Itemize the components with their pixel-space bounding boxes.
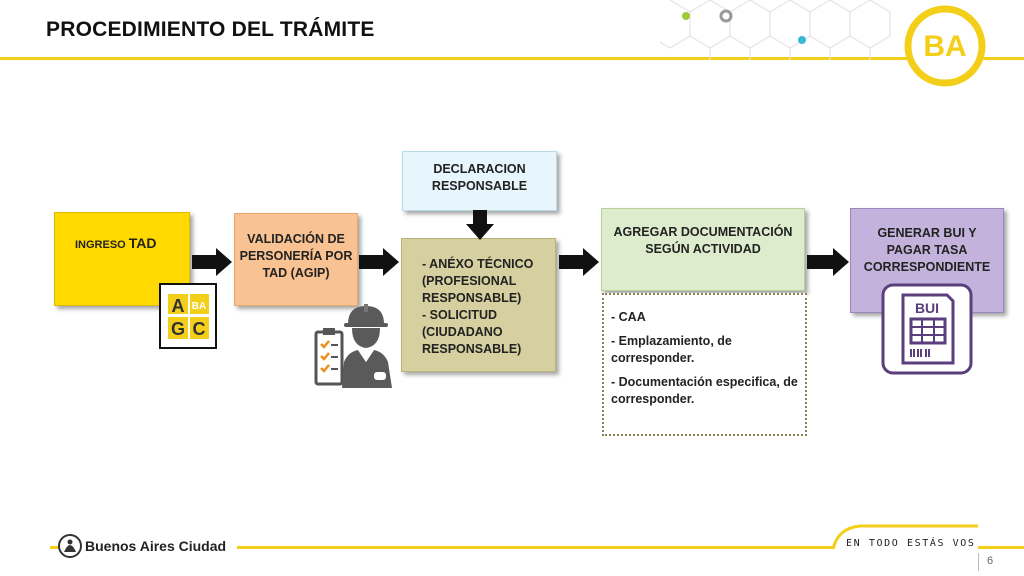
bui-line: CORRESPONDIENTE <box>863 260 991 274</box>
page-number: 6 <box>987 555 994 567</box>
arrow-right-icon <box>192 248 232 276</box>
bui-line: PAGAR TASA <box>886 243 968 257</box>
step-anexo-solicitud: - ANÉXO TÉCNICO (PROFESIONAL RESPONSABLE… <box>401 238 556 372</box>
ba-logo-text: BA <box>923 30 966 63</box>
arrow-right-icon <box>559 248 599 276</box>
agc-letter: A <box>172 296 185 316</box>
anexo-line: RESPONSABLE) <box>422 342 522 356</box>
list-item: - Documentación especifica, de correspon… <box>611 375 798 406</box>
step-validacion: VALIDACIÓN DE PERSONERÍA POR TAD (AGIP) <box>234 213 358 306</box>
agc-letter: G <box>171 319 185 339</box>
footer-divider <box>237 546 833 549</box>
declaracion-line: RESPONSABLE <box>431 179 528 193</box>
anexo-line: (CIUDADANO <box>422 325 503 339</box>
arrow-right-icon <box>359 248 399 276</box>
arrow-right-icon <box>807 248 849 276</box>
ba-logo-icon: BA <box>904 5 986 87</box>
arrow-down-icon <box>466 210 494 240</box>
page-title: PROCEDIMIENTO DEL TRÁMITE <box>46 18 375 41</box>
anexo-line: (PROFESIONAL <box>422 274 517 288</box>
footer-divider <box>978 546 1024 549</box>
anexo-line: - ANÉXO TÉCNICO <box>422 257 534 271</box>
agc-logo-icon: A BA G C <box>159 283 217 349</box>
validacion-line: VALIDACIÓN DE <box>247 232 345 246</box>
step-ingreso-label: INGRESO TAD <box>75 235 157 254</box>
validacion-line: TAD (AGIP) <box>262 266 330 280</box>
footer-curve-icon <box>831 524 978 550</box>
page-number-divider <box>978 553 979 571</box>
bui-icon-label: BUI <box>915 300 939 316</box>
step-declaracion: DECLARACION RESPONSABLE <box>402 151 557 211</box>
step-agregar-documentacion: AGREGAR DOCUMENTACIÓN SEGÚN ACTIVIDAD <box>601 208 805 291</box>
validacion-line: PERSONERÍA POR <box>239 249 353 263</box>
agregar-line: AGREGAR DOCUMENTACIÓN <box>613 225 793 239</box>
hexagon-pattern-icon <box>660 0 891 60</box>
agc-letter: C <box>193 319 206 339</box>
bui-document-icon: BUI <box>881 283 973 375</box>
engineer-checklist-icon <box>314 304 392 388</box>
footer-brand: Buenos Aires Ciudad <box>85 538 227 554</box>
footer-slogan: EN TODO ESTÁS VOS <box>846 538 976 549</box>
anexo-line: RESPONSABLE) <box>422 291 522 305</box>
anexo-line: - SOLICITUD <box>422 308 497 322</box>
agregar-line: SEGÚN ACTIVIDAD <box>645 242 761 256</box>
bui-line: GENERAR BUI Y <box>877 226 977 240</box>
footer-divider <box>50 546 60 549</box>
header-divider <box>0 57 1024 60</box>
agc-letter: BA <box>192 301 206 312</box>
ingreso-strong: TAD <box>128 235 157 251</box>
list-item: - Emplazamiento, de corresponder. <box>611 334 732 365</box>
declaracion-line: DECLARACION <box>433 162 526 176</box>
documentation-list: - CAA - Emplazamiento, de corresponder. … <box>602 293 807 436</box>
ingreso-prefix: INGRESO <box>75 239 126 251</box>
city-crest-icon <box>58 534 82 558</box>
list-item: - CAA <box>611 310 646 324</box>
